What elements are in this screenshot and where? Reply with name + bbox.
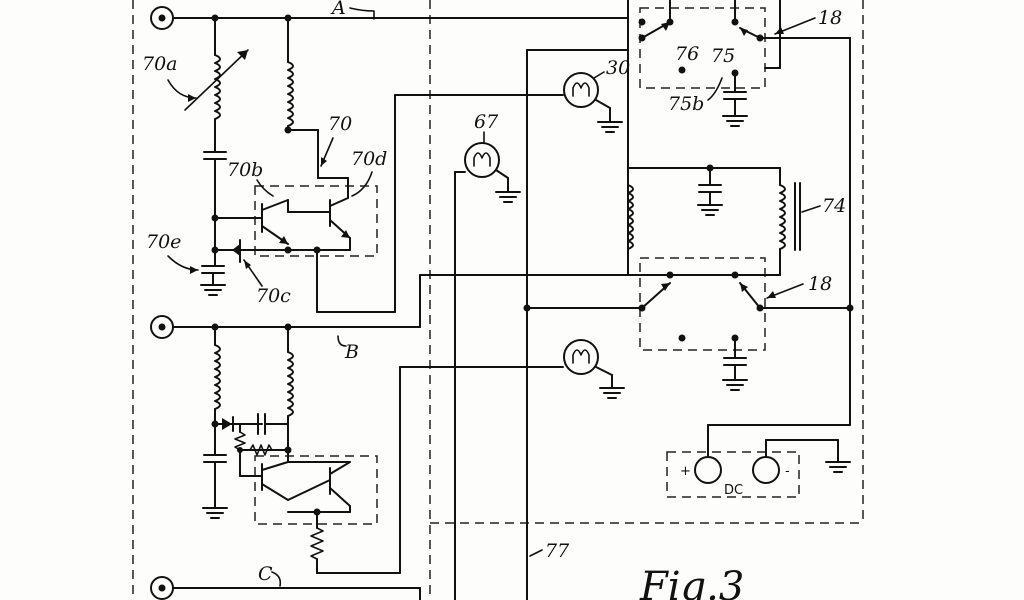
dc-minus-terminal <box>752 456 780 484</box>
lamp-lower <box>563 339 625 399</box>
section-c-circuit <box>150 576 421 600</box>
section-b-circuit <box>150 0 629 574</box>
label-dc: DC <box>724 483 743 498</box>
label-74: 74 <box>822 195 846 217</box>
label-70b: 70b <box>227 159 263 181</box>
label-77: 77 <box>545 540 570 562</box>
dc-plus-terminal <box>694 456 722 484</box>
label-c: C <box>258 563 273 585</box>
label-70c: 70c <box>256 285 291 307</box>
lamp-67 <box>454 142 521 600</box>
label-a: A <box>330 0 346 19</box>
section-a-circuit <box>150 0 629 313</box>
label-70a: 70a <box>142 53 178 75</box>
label-67: 67 <box>474 111 499 133</box>
figure-caption: Fig.3 <box>639 564 744 600</box>
label-75: 75 <box>711 45 735 67</box>
lamp-30 <box>563 72 623 133</box>
label-70d: 70d <box>351 148 387 170</box>
input-jack-c <box>150 576 174 600</box>
dc-supply <box>694 424 851 484</box>
label-76: 76 <box>675 43 699 65</box>
label-minus: - <box>785 464 790 479</box>
module-boundaries <box>132 0 864 600</box>
input-jack-a <box>150 6 174 30</box>
label-18-mid: 18 <box>808 273 832 295</box>
label-30: 30 <box>606 57 630 79</box>
label-75b: 75b <box>668 93 704 115</box>
coil-network-74 <box>627 164 801 276</box>
bus-77 <box>523 49 641 600</box>
input-jack-b <box>150 315 174 339</box>
relay-block-lower <box>638 271 854 426</box>
label-70e: 70e <box>146 231 181 253</box>
label-b: B <box>344 341 359 363</box>
label-70: 70 <box>328 113 352 135</box>
label-18-top: 18 <box>818 7 842 29</box>
relay-block-upper <box>638 0 851 309</box>
label-plus: + <box>680 464 691 479</box>
